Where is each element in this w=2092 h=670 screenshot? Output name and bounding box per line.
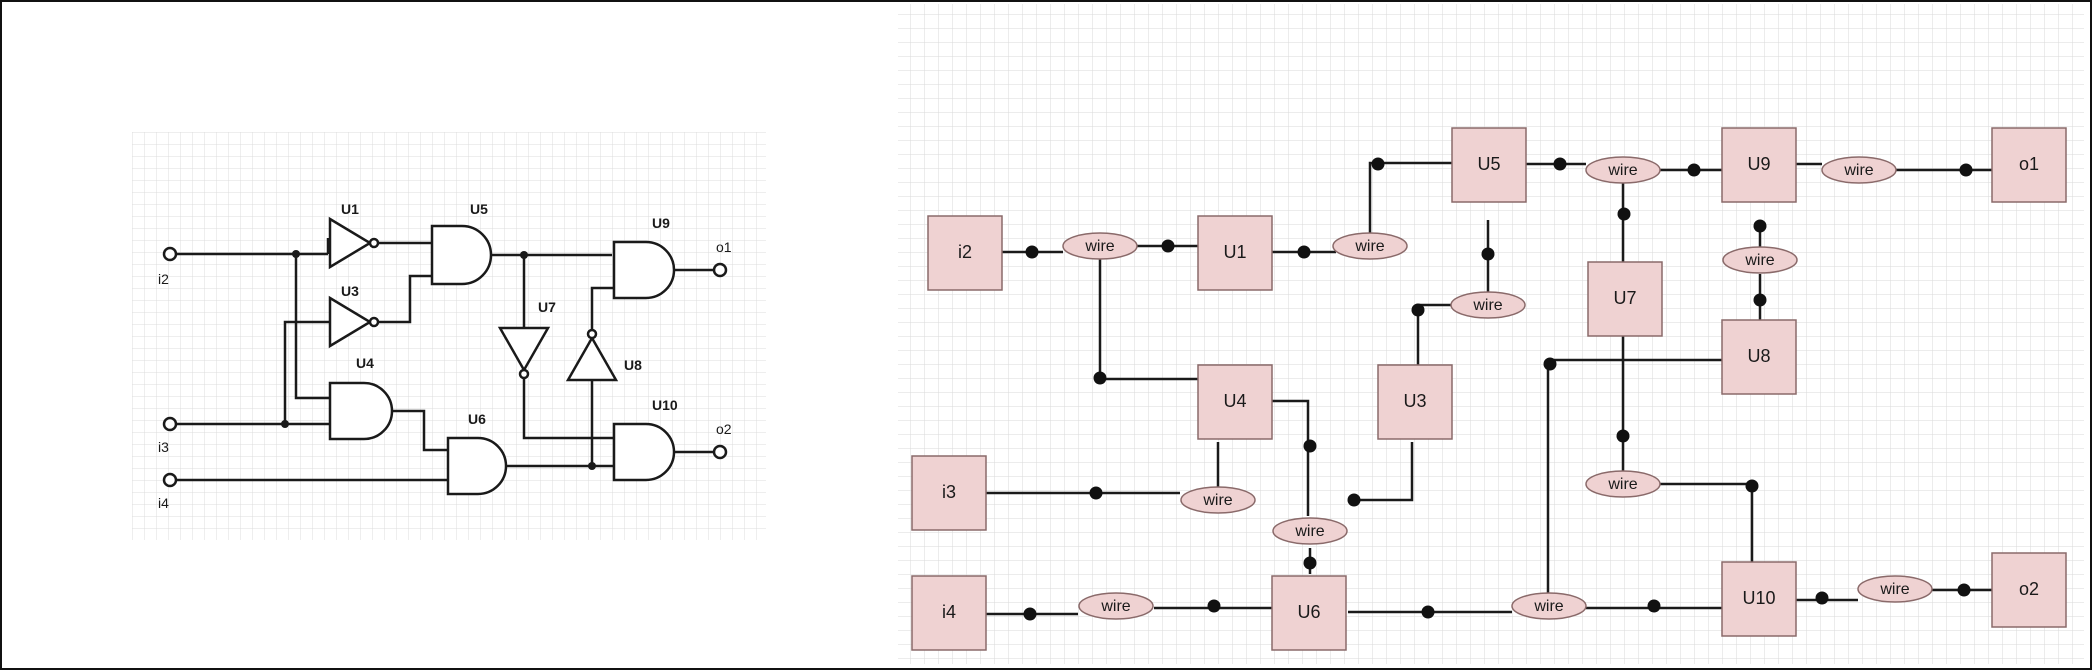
- wire-ellipse-4: [1821, 156, 1897, 184]
- node-box-i2: [927, 215, 1003, 291]
- gate-u9-and: [612, 240, 676, 300]
- gate-u4-and: [328, 381, 394, 441]
- schematic-wires: [176, 238, 714, 482]
- node-box-u10: [1721, 561, 1797, 637]
- node-box-u9: [1721, 127, 1797, 203]
- node-u4: U4: [1223, 391, 1246, 411]
- node-u5: U5: [1477, 154, 1500, 174]
- node-u6: U6: [1297, 602, 1320, 622]
- gate-u7-bubble: [518, 368, 530, 380]
- logic-schematic: U1 U3 U4 U5 U6 U7 U8 U9 U10 i2 i3 i4 o1 …: [132, 132, 766, 540]
- label-i3: i3: [158, 439, 169, 455]
- schematic-gates: [328, 216, 676, 496]
- node-box-u7: [1587, 261, 1663, 337]
- node-box-u1: [1197, 215, 1273, 291]
- gate-u7-not: [497, 326, 551, 373]
- label-i4: i4: [158, 495, 169, 511]
- wire-graph: i2 i3 i4 U1 U4 U5 U3 U6 U7 U9 U8 U10 o1 …: [898, 4, 2084, 664]
- label-o2: o2: [716, 421, 732, 437]
- wire-label: wire: [1202, 492, 1232, 509]
- node-box-u5: [1451, 127, 1527, 203]
- label-u10: U10: [652, 397, 678, 413]
- terminal-o1: [712, 262, 728, 278]
- wire-ellipse-1: [1062, 232, 1138, 260]
- gate-u10-and: [612, 422, 676, 482]
- gate-u8-bubble: [586, 328, 598, 340]
- gate-u5-and: [430, 224, 493, 286]
- wire-ellipse-5: [1450, 291, 1526, 319]
- wire-ellipse-12: [1857, 575, 1933, 603]
- wire-ellipse-2: [1332, 232, 1408, 260]
- graph-wire-nodes: [1062, 156, 1933, 620]
- wire-label: wire: [1100, 598, 1130, 615]
- wire-label: wire: [1744, 252, 1774, 269]
- node-u7: U7: [1613, 288, 1636, 308]
- gate-u1-bubble: [368, 237, 380, 249]
- wire-label: wire: [1472, 297, 1502, 314]
- node-i2: i2: [958, 242, 972, 262]
- node-box-i4: [911, 575, 987, 651]
- label-i2: i2: [158, 271, 169, 287]
- terminal-o2: [712, 444, 728, 460]
- terminal-i2: [162, 246, 178, 262]
- node-box-i3: [911, 455, 987, 531]
- graph-nodes: [911, 127, 2067, 651]
- wire-label: wire: [1533, 598, 1563, 615]
- node-u9: U9: [1747, 154, 1770, 174]
- node-box-u4: [1197, 364, 1273, 440]
- gate-u6-and: [446, 436, 508, 496]
- wire-label: wire: [1354, 238, 1384, 255]
- label-u3: U3: [341, 283, 359, 299]
- node-i3: i3: [942, 482, 956, 502]
- gate-u3-not: [328, 295, 373, 349]
- node-i4: i4: [942, 602, 956, 622]
- node-box-u8: [1721, 319, 1797, 395]
- wire-ellipse-11: [1511, 592, 1587, 620]
- graph-grid: [898, 4, 2084, 664]
- node-u1: U1: [1223, 242, 1246, 262]
- label-o1: o1: [716, 239, 732, 255]
- node-u10: U10: [1742, 588, 1775, 608]
- label-u6: U6: [468, 411, 486, 427]
- terminal-i4: [162, 472, 178, 488]
- schematic-junctions: [281, 250, 596, 470]
- node-u3: U3: [1403, 391, 1426, 411]
- graph-junctions: [1023, 157, 1973, 621]
- label-u9: U9: [652, 215, 670, 231]
- terminal-i3: [162, 416, 178, 432]
- wire-label: wire: [1294, 523, 1324, 540]
- wire-ellipse-9: [1585, 470, 1661, 498]
- wire-ellipse-8: [1272, 517, 1348, 545]
- gate-u3-bubble: [368, 316, 380, 328]
- wire-label: wire: [1879, 581, 1909, 598]
- wire-label: wire: [1843, 162, 1873, 179]
- gate-u1-not: [328, 216, 373, 270]
- gate-u8-not: [565, 335, 619, 382]
- label-u7: U7: [538, 299, 556, 315]
- wire-label: wire: [1607, 476, 1637, 493]
- label-u4: U4: [356, 355, 374, 371]
- node-o2: o2: [2019, 579, 2039, 599]
- label-u8: U8: [624, 357, 642, 373]
- wire-ellipse-10: [1078, 592, 1154, 620]
- wire-ellipse-6: [1722, 246, 1798, 274]
- wire-label: wire: [1607, 162, 1637, 179]
- wire-ellipse-7: [1180, 486, 1256, 514]
- node-box-o2: [1991, 552, 2067, 628]
- wire-ellipse-3: [1585, 156, 1661, 184]
- schematic-terminals: [162, 246, 728, 488]
- node-o1: o1: [2019, 154, 2039, 174]
- node-u8: U8: [1747, 346, 1770, 366]
- wire-label: wire: [1084, 238, 1114, 255]
- node-box-u3: [1377, 364, 1453, 440]
- node-box-o1: [1991, 127, 2067, 203]
- node-box-u6: [1271, 575, 1347, 651]
- label-u5: U5: [470, 201, 488, 217]
- label-u1: U1: [341, 201, 359, 217]
